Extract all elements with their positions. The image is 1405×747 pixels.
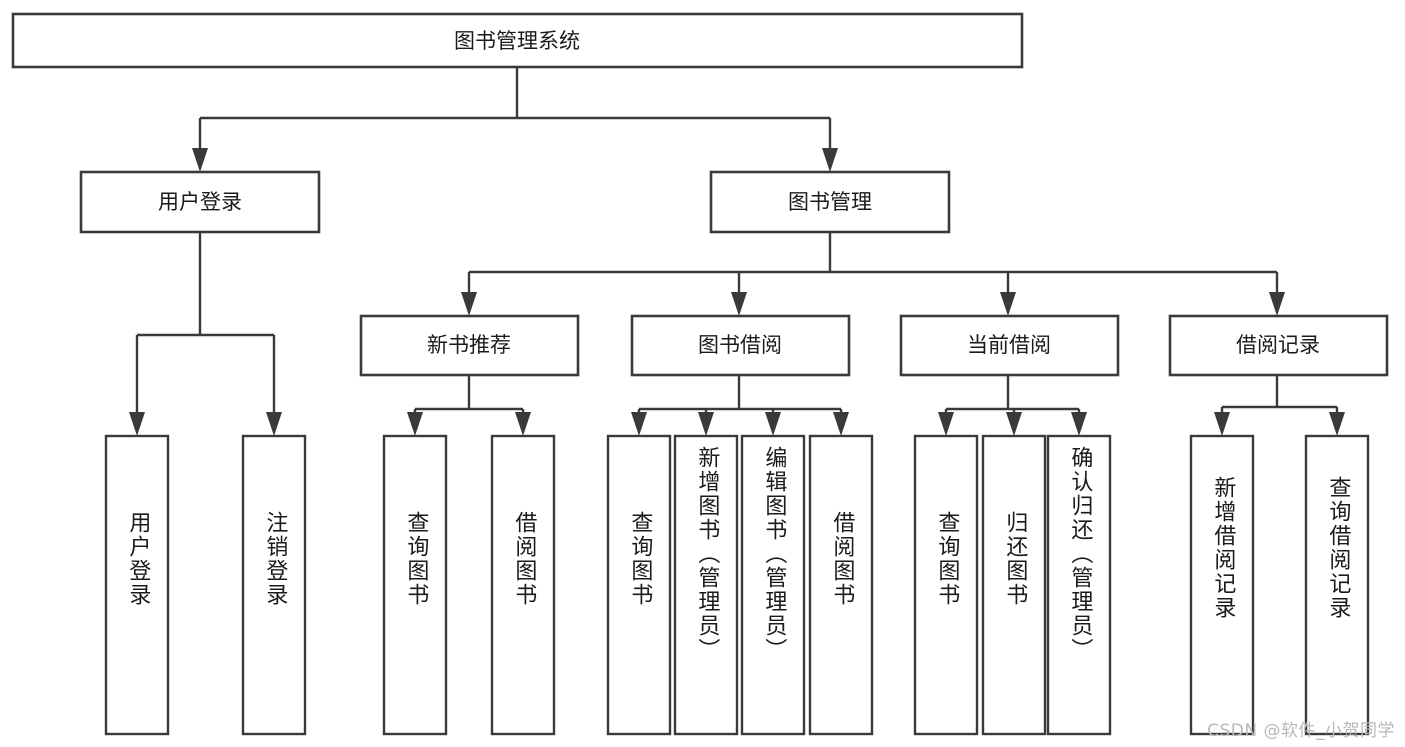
leaf-box-borrowrecord-2[interactable] xyxy=(1304,434,1370,736)
node-borrow-record[interactable]: 借阅记录 xyxy=(1168,314,1389,377)
arrow-head-icon xyxy=(129,412,145,436)
connector-borrowrecord-to-leaves xyxy=(1214,375,1345,436)
leaf-box-currentborrow-1[interactable] xyxy=(913,434,979,736)
leaf-box-bookborrow-1[interactable] xyxy=(606,434,672,736)
leaf-box-user-login-2[interactable] xyxy=(241,434,307,736)
arrow-head-icon xyxy=(266,412,282,436)
node-book-management-label: 图书管理 xyxy=(788,190,872,214)
arrow-head-icon xyxy=(1329,412,1345,436)
node-root[interactable]: 图书管理系统 xyxy=(11,12,1024,69)
arrow-head-icon xyxy=(833,412,849,436)
node-root-label: 图书管理系统 xyxy=(454,29,580,53)
node-borrow-record-label: 借阅记录 xyxy=(1236,333,1320,357)
arrow-head-icon xyxy=(1214,412,1230,436)
node-book-borrow[interactable]: 图书借阅 xyxy=(630,314,851,377)
arrow-head-icon xyxy=(822,148,838,172)
connector-currentborrow-to-leaves xyxy=(938,375,1087,436)
node-user-login[interactable]: 用户登录 xyxy=(79,170,321,234)
leaf-box-bookborrow-4[interactable] xyxy=(808,434,874,736)
connector-bookmgmt-to-level3 xyxy=(461,232,1285,316)
arrow-head-icon xyxy=(631,412,647,436)
connector-newbook-to-leaves xyxy=(407,375,531,436)
leaf-box-currentborrow-3[interactable] xyxy=(1046,434,1112,736)
leaf-box-newbook-2[interactable] xyxy=(490,434,556,736)
arrow-head-icon xyxy=(1269,292,1285,316)
node-user-login-label: 用户登录 xyxy=(158,190,242,214)
arrow-head-icon xyxy=(515,412,531,436)
connector-bookborrow-to-leaves xyxy=(631,375,849,436)
connector-userlogin-to-leaves xyxy=(129,232,282,436)
connector-root-to-level2 xyxy=(192,67,838,172)
arrow-head-icon xyxy=(938,412,954,436)
leaf-box-borrowrecord-1[interactable] xyxy=(1189,434,1255,736)
node-book-borrow-label: 图书借阅 xyxy=(698,333,782,357)
arrow-head-icon xyxy=(461,292,477,316)
arrow-head-icon xyxy=(731,292,747,316)
arrow-head-icon xyxy=(1071,412,1087,436)
node-book-management[interactable]: 图书管理 xyxy=(709,170,951,234)
arrow-head-icon xyxy=(1006,412,1022,436)
leaf-box-newbook-1[interactable] xyxy=(382,434,448,736)
node-current-borrow[interactable]: 当前借阅 xyxy=(899,314,1120,377)
leaf-box-user-login-1[interactable] xyxy=(104,434,170,736)
arrow-head-icon xyxy=(765,412,781,436)
node-new-book-recommend[interactable]: 新书推荐 xyxy=(359,314,580,377)
leaf-box-bookborrow-2[interactable] xyxy=(673,434,739,736)
arrow-head-icon xyxy=(1000,292,1016,316)
leaf-box-bookborrow-3[interactable] xyxy=(740,434,806,736)
node-current-borrow-label: 当前借阅 xyxy=(967,333,1051,357)
leaf-box-currentborrow-2[interactable] xyxy=(981,434,1047,736)
node-new-book-recommend-label: 新书推荐 xyxy=(427,333,511,357)
arrow-head-icon xyxy=(192,148,208,172)
arrow-head-icon xyxy=(698,412,714,436)
arrow-head-icon xyxy=(407,412,423,436)
